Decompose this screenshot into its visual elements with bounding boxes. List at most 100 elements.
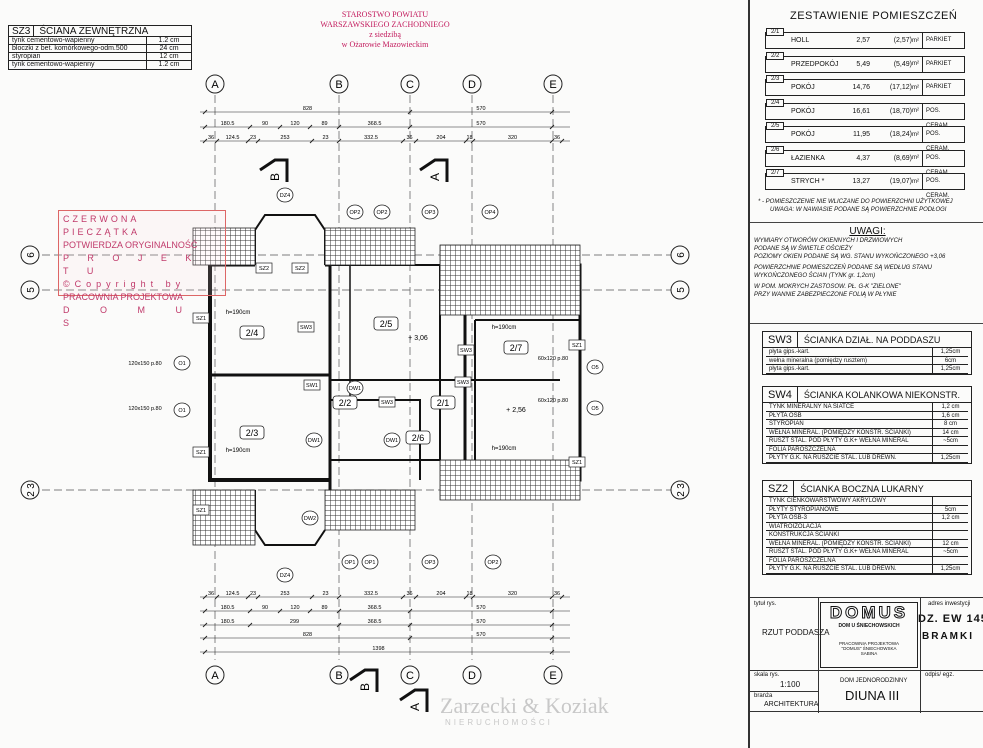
layer: FOLIA PAROSZCZELNA bbox=[766, 445, 933, 453]
room-number: 2/1 bbox=[766, 28, 785, 36]
room-label: 2/3 bbox=[246, 428, 259, 438]
room-floor-area: (18,24) bbox=[889, 131, 912, 138]
project-name: DIUNA III bbox=[845, 688, 900, 703]
dimension-tick bbox=[559, 138, 565, 144]
dimension-tick bbox=[336, 124, 342, 130]
drawing-title: RZUT PODDASZA bbox=[762, 628, 830, 637]
dimension-value: 90 bbox=[262, 121, 268, 127]
room-label: 2/5 bbox=[380, 319, 393, 329]
note-line: PRZY WANNIE ZABEZPIECZONE FOLIĄ W PŁYNIE bbox=[754, 292, 897, 298]
room-floor-area: (19,07) bbox=[889, 178, 912, 185]
dimension-tick bbox=[255, 594, 261, 600]
thickness: 12 cm bbox=[159, 53, 179, 60]
dimension-tick bbox=[549, 109, 555, 115]
element-tag: SW3 bbox=[460, 348, 472, 354]
element-tag: O1 bbox=[178, 361, 185, 367]
layer: wełna mineralna (pomiędzy rusztem) bbox=[766, 356, 933, 364]
dimension-tick bbox=[549, 594, 555, 600]
layer: PŁYTY G.K. NA RUSZCIE STAL. LUB DREWN. bbox=[766, 454, 933, 462]
roof-tiles bbox=[439, 244, 581, 316]
wall-tag-box bbox=[568, 456, 586, 468]
dimension-tick bbox=[463, 594, 469, 600]
dimension-tick bbox=[559, 594, 565, 600]
element-tag-circle bbox=[421, 554, 439, 570]
dimension-tick bbox=[202, 649, 208, 655]
dimension-tick bbox=[277, 124, 283, 130]
dimension-tick bbox=[407, 608, 413, 614]
element-tag: SW3 bbox=[300, 325, 312, 331]
dimension-tick bbox=[413, 138, 419, 144]
unit: m² bbox=[912, 61, 919, 67]
dimension-value: 36 bbox=[554, 591, 560, 597]
dimension-value: 368.5 bbox=[368, 121, 382, 127]
element-tag: SW3 bbox=[457, 380, 469, 386]
domus-logo: DOMUS DOM U ŚNIECHOWSKICH PRACOWNIA PROJ… bbox=[820, 602, 918, 668]
element-tag: OP1 bbox=[364, 560, 375, 566]
dimension-value: 36 bbox=[406, 135, 412, 141]
element-tag-circle bbox=[586, 400, 604, 416]
logo-text: DOMUS bbox=[829, 603, 909, 623]
dimension-tick bbox=[309, 138, 315, 144]
layer: PŁYTA OSB bbox=[766, 411, 933, 419]
sw3-title: ŚCIANKA DZIAŁ. NA PODDASZU bbox=[803, 335, 941, 345]
copyright-stamp: CZERWONA PIECZĄTKA POTWIERDZA ORYGINALNO… bbox=[58, 210, 226, 328]
wall bbox=[208, 265, 330, 482]
room-floor-area: (2,57) bbox=[893, 37, 912, 44]
axis-bubble bbox=[543, 665, 563, 685]
stamp-line: D O M U S bbox=[63, 305, 196, 328]
room-row: 2/4 POKÓJ 16,61 (18,70) m² POS. CERAM. bbox=[765, 98, 965, 129]
wall bbox=[254, 214, 326, 265]
element-tag-circle bbox=[481, 204, 499, 220]
thickness: 1,25cm bbox=[940, 566, 961, 572]
dimension-value: 23 bbox=[322, 591, 328, 597]
stamp-line: POTWIERDZA ORYGINALNOŚĆ bbox=[63, 240, 198, 250]
dimension-tick bbox=[407, 635, 413, 641]
stamp-line: z siedzibą bbox=[369, 30, 401, 39]
office-name: PRACOWNIA PROJEKTOWA "DOMUS" ŚNIECHOWSKA… bbox=[838, 641, 899, 656]
room-label: 2/4 bbox=[246, 328, 259, 338]
axis-label: 5 bbox=[676, 287, 687, 293]
dimension-tick bbox=[549, 124, 555, 130]
axis-bubble bbox=[400, 665, 420, 685]
watermark-subtitle: NIERUCHOMOŚCI bbox=[445, 718, 553, 727]
roof-tiles bbox=[324, 227, 416, 266]
dimension-value: 570 bbox=[476, 605, 485, 611]
element-tag-circle bbox=[346, 380, 364, 396]
thickness: ~5cm bbox=[943, 549, 958, 555]
dimension-tick bbox=[470, 138, 476, 144]
stamp-line: STAROSTWO POWIATU bbox=[341, 10, 429, 19]
element-tag: OP2 bbox=[376, 210, 387, 216]
axis-label: C bbox=[406, 670, 414, 682]
axis-bubble bbox=[20, 245, 40, 265]
county-office-stamp: STAROSTWO POWIATU WARSZAWSKIEGO ZACHODNI… bbox=[300, 10, 470, 50]
axis-label: E bbox=[549, 79, 556, 91]
room-area: 14,76 bbox=[852, 84, 870, 91]
room-name: ŁAZIENKA bbox=[791, 154, 825, 162]
dimension-tick bbox=[202, 622, 208, 628]
thickness: 1,2 cm bbox=[941, 515, 960, 521]
layer: tynk cementowo-wapienny bbox=[9, 37, 147, 44]
element-tag-circle bbox=[276, 187, 294, 203]
wall-tag-box bbox=[192, 446, 210, 458]
section-marker-label: B bbox=[268, 173, 282, 181]
room-name: POKÓJ bbox=[791, 84, 815, 91]
axis-label: 2 bbox=[26, 491, 37, 497]
room-height: h=190cm bbox=[226, 448, 251, 454]
dimension-tick bbox=[549, 138, 555, 144]
dimension-value: 36 bbox=[208, 135, 214, 141]
element-tag: O1 bbox=[178, 408, 185, 414]
dimension-value: 332.5 bbox=[364, 135, 378, 141]
dimension-tick bbox=[463, 138, 469, 144]
room-tag-box bbox=[239, 425, 265, 440]
thickness: 24 cm bbox=[159, 45, 179, 52]
dimension-value: 332.5 bbox=[364, 591, 378, 597]
room-name: HOLL bbox=[791, 37, 810, 44]
notes-title: UWAGI: bbox=[849, 226, 886, 237]
room-height: h=190cm bbox=[492, 325, 517, 331]
wall bbox=[330, 399, 421, 480]
building-type: DOM JEDNORODZINNY bbox=[840, 678, 908, 684]
unit: m² bbox=[912, 37, 919, 44]
